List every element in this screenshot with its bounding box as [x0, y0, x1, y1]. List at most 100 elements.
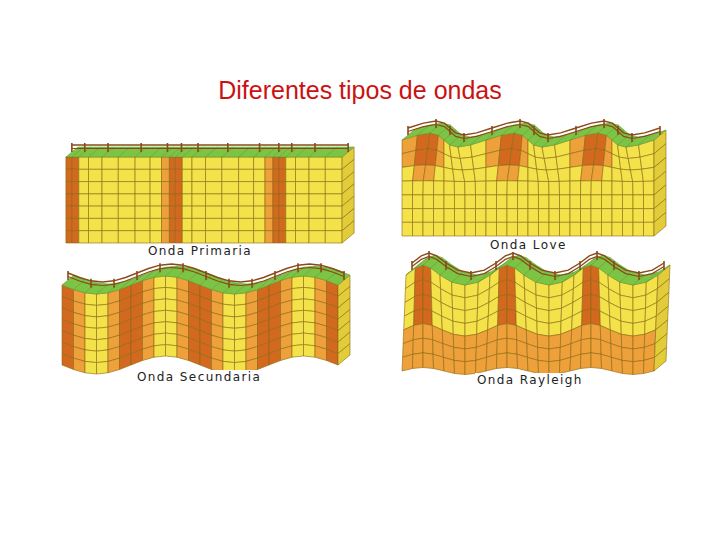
rock-cell — [546, 169, 559, 181]
side-face — [654, 347, 667, 371]
rock-cell — [192, 182, 206, 194]
rock-cell — [528, 181, 539, 195]
rock-cell — [507, 309, 516, 326]
rock-cell — [497, 222, 508, 236]
rock-cell — [292, 299, 304, 312]
rock-cell — [239, 194, 254, 206]
rock-cell — [286, 182, 296, 194]
rock-cell — [443, 357, 454, 373]
rock-cell — [72, 194, 79, 206]
rock-cell — [235, 304, 247, 317]
rock-cell — [66, 218, 72, 230]
rock-cell — [66, 194, 72, 206]
rock-cell — [623, 222, 634, 236]
rock-cell — [235, 293, 247, 306]
rock-cell — [254, 157, 265, 169]
rock-cell — [435, 150, 444, 167]
rock-cell — [279, 194, 286, 206]
rock-cell — [135, 194, 150, 206]
rock-cell — [97, 304, 109, 317]
rock-cell — [527, 357, 538, 373]
rock-cell — [591, 195, 602, 209]
rock-cell — [433, 354, 444, 371]
rock-cell — [602, 209, 613, 223]
rock-cell — [644, 357, 655, 373]
rock-cell — [623, 195, 634, 209]
rock-cell — [558, 167, 570, 181]
rock-cell — [640, 154, 654, 170]
rock-cell — [591, 222, 602, 236]
rock-cell — [79, 194, 89, 206]
rock-cell — [414, 294, 423, 311]
rock-cell — [611, 357, 622, 373]
rock-cell — [189, 349, 201, 365]
rock-cell — [97, 361, 109, 374]
rock-cell — [206, 231, 222, 243]
rock-cell — [622, 181, 633, 195]
wave-caption: Onda Primaria — [146, 244, 254, 258]
rock-cell — [166, 345, 178, 358]
rock-cell — [150, 182, 161, 194]
rock-cell — [453, 308, 466, 323]
rock-cell — [538, 181, 549, 195]
rock-cell — [279, 218, 286, 230]
rock-cell — [292, 310, 304, 323]
rock-cell — [72, 157, 79, 169]
rock-cell — [175, 182, 182, 194]
rock-cell — [475, 181, 486, 195]
rock-cell — [423, 195, 434, 209]
rock-cell — [474, 167, 486, 181]
rock-cell — [507, 195, 518, 209]
rock-cell — [537, 334, 549, 349]
rock-cell — [413, 324, 423, 340]
rock-cell — [162, 182, 170, 194]
rock-cell — [150, 169, 161, 181]
side-face — [338, 344, 350, 365]
rock-cell — [538, 347, 549, 361]
rock-cell — [549, 222, 560, 236]
rock-cell — [434, 195, 445, 209]
rock-cell — [273, 157, 279, 169]
rock-cell — [556, 154, 570, 170]
rock-cell — [458, 145, 472, 159]
rock-cell — [89, 157, 103, 169]
rock-cell — [89, 218, 103, 230]
rock-cell — [486, 166, 498, 182]
rock-cell — [206, 194, 222, 206]
rock-cell — [279, 206, 286, 218]
rock-cell — [162, 231, 170, 243]
rock-cell — [325, 169, 342, 181]
rock-cell — [402, 166, 414, 182]
rock-cell — [304, 322, 316, 335]
rock-cell — [192, 194, 206, 206]
rock-cell — [66, 157, 72, 169]
rock-cell — [135, 157, 150, 169]
rock-cell — [455, 209, 466, 223]
rock-cell — [89, 194, 103, 206]
rock-cell — [497, 324, 507, 340]
rock-cell — [304, 287, 316, 300]
rock-cell — [102, 206, 118, 218]
rock-cell — [296, 218, 310, 230]
rock-cell — [542, 145, 556, 159]
rock-cell — [621, 308, 634, 323]
rock-cell — [413, 353, 424, 369]
rock-cell — [423, 222, 434, 236]
rock-cell — [628, 157, 642, 170]
fence-rail — [68, 268, 344, 286]
rock-cell — [570, 166, 582, 182]
rock-cell — [265, 231, 273, 243]
rock-cell — [612, 181, 623, 195]
rock-cell — [120, 354, 132, 370]
rock-cell — [182, 182, 192, 194]
rock-cell — [549, 308, 562, 323]
rock-cell — [296, 206, 310, 218]
rock-cell — [325, 231, 342, 243]
rock-cell — [517, 354, 528, 371]
rock-cell — [192, 206, 206, 218]
rock-cell — [150, 231, 161, 243]
rock-cell — [581, 222, 592, 236]
rock-cell — [222, 182, 239, 194]
rock-cell — [497, 209, 508, 223]
rock-cell — [633, 347, 644, 361]
